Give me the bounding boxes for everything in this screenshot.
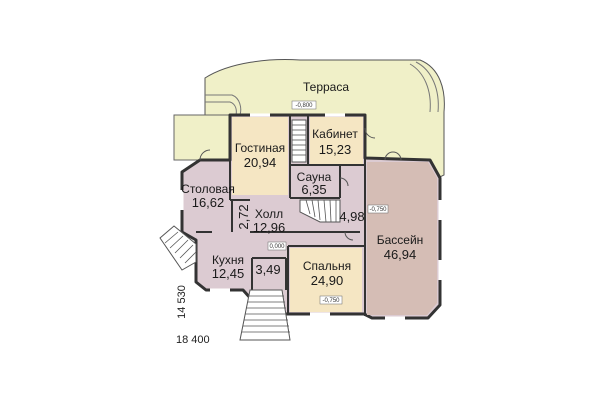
office-area: 15,23 [319, 142, 352, 157]
terrace-steps [205, 101, 237, 116]
level-mark-hall: 0,000 [267, 241, 287, 251]
corridor-area: 4,98 [339, 209, 364, 224]
level-mark-terrace: -0,800 [291, 100, 317, 110]
sauna-label: Сауна [297, 170, 332, 184]
bedroom-area: 24,90 [311, 273, 344, 288]
dimension-width: 18 400 [176, 334, 210, 346]
closet-area: 2,72 [236, 204, 251, 229]
terrace-label: Терраса [303, 80, 349, 94]
svg-text:-0,800: -0,800 [295, 103, 313, 109]
terrace-curve-steps [409, 63, 431, 113]
pool-area: 46,94 [384, 247, 417, 262]
svg-text:-0,750: -0,750 [322, 298, 340, 304]
side-staircase [159, 225, 197, 271]
dining-room-label: Столовая [181, 182, 235, 196]
doors [199, 127, 402, 241]
dining-room-area: 16,62 [192, 195, 225, 210]
office-room [310, 117, 363, 165]
bedroom-label: Спальня [303, 259, 351, 273]
kitchen-label: Кухня [212, 253, 244, 267]
hall-staircase [299, 199, 341, 223]
office-label: Кабинет [312, 127, 358, 141]
level-mark-bedroom: -0,750 [319, 295, 343, 305]
windows [180, 113, 442, 320]
terrace-steps [205, 94, 242, 116]
hall-label: Холл [255, 207, 283, 221]
pool-label: Бассейн [377, 233, 424, 247]
living-room-label: Гостиная [235, 141, 285, 155]
wc-area: 3,49 [255, 262, 280, 277]
hall-area: 12,96 [253, 220, 286, 235]
sauna-area: 6,35 [301, 182, 326, 197]
living-room-area: 20,94 [244, 155, 277, 170]
living-room [232, 117, 288, 195]
level-mark-pool: -0,750 [367, 204, 389, 214]
pool-room [367, 162, 437, 315]
svg-text:-0,750: -0,750 [369, 207, 387, 213]
entrance-staircase [239, 289, 291, 341]
kitchen-area: 12,45 [212, 266, 245, 281]
svg-text:0,000: 0,000 [269, 244, 285, 250]
terrace-curve-steps [415, 61, 439, 113]
main-staircase [291, 119, 307, 163]
dimension-depth: 14 530 [176, 285, 188, 319]
interior-walls [196, 115, 366, 316]
